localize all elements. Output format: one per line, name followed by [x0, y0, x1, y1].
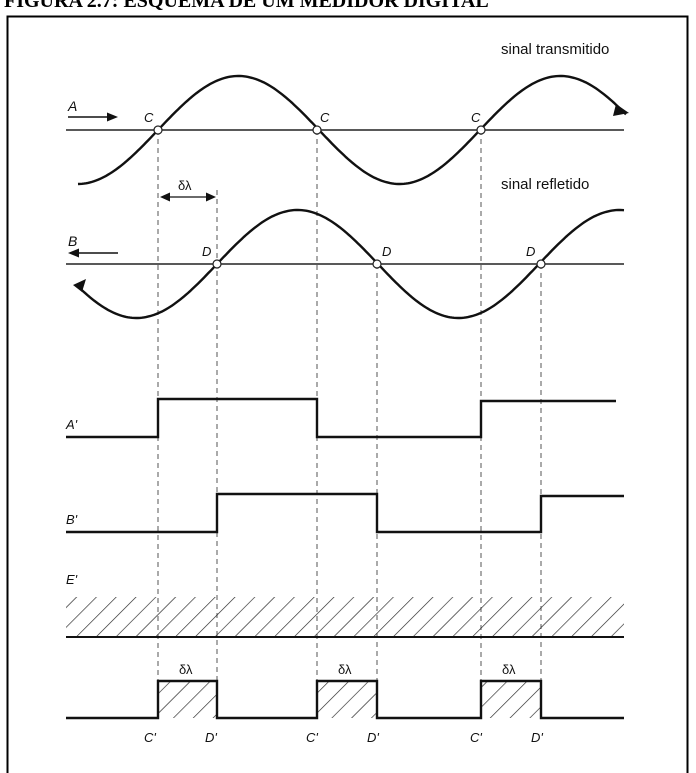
- transmitted-arrowhead: [613, 104, 629, 116]
- label-c2: C: [320, 110, 330, 125]
- pulse-output-wave: [66, 679, 624, 720]
- pulse-hatch-1: [158, 681, 217, 718]
- point-d3: [536, 259, 546, 269]
- arrow-b-head: [68, 248, 79, 258]
- transmitted-wave: [77, 74, 627, 186]
- label-b-prime: B': [66, 512, 78, 527]
- points-d: [212, 259, 546, 269]
- label-d-prime-2: D': [367, 730, 379, 745]
- delta-arrow-right: [206, 192, 216, 202]
- label-d3: D: [526, 244, 535, 259]
- delta-arrow-left: [160, 192, 170, 202]
- pulse-hatches: [158, 681, 541, 718]
- label-delta-3: δλ: [502, 662, 516, 677]
- pulse-hatch-3: [481, 681, 541, 718]
- label-c-prime-3: C': [470, 730, 482, 745]
- label-c-prime-1: C': [144, 730, 156, 745]
- label-d1: D: [202, 244, 211, 259]
- point-c2: [312, 125, 322, 135]
- square-wave-a: [66, 397, 616, 439]
- points-c: [153, 125, 486, 135]
- label-c-prime-2: C': [306, 730, 318, 745]
- hatched-band-e: [66, 597, 624, 637]
- pulse-hatch-2: [317, 681, 377, 718]
- point-c1: [153, 125, 163, 135]
- label-reflected: sinal refletido: [501, 176, 589, 193]
- label-transmitted: sinal transmitido: [501, 41, 609, 58]
- reflected-wave: [75, 208, 625, 320]
- label-delta-1: δλ: [179, 662, 193, 677]
- label-delta-top: δλ: [178, 178, 192, 193]
- arrow-a-head: [107, 112, 118, 122]
- square-wave-b: [66, 492, 624, 534]
- point-c3: [476, 125, 486, 135]
- label-d-prime-3: D': [531, 730, 543, 745]
- label-e-prime: E': [66, 572, 78, 587]
- figure-title: FIGURA 2.7: ESQUEMA DE UM MEDIDOR DIGITA…: [4, 0, 489, 11]
- label-c3: C: [471, 110, 481, 125]
- label-a-prime: A': [65, 417, 78, 432]
- figure-frame: [6, 15, 689, 773]
- label-d2: D: [382, 244, 391, 259]
- label-d-prime-1: D': [205, 730, 217, 745]
- reflected-arrowhead: [73, 279, 86, 292]
- label-a: A: [67, 98, 77, 114]
- point-d1: [212, 259, 222, 269]
- label-b: B: [68, 233, 77, 249]
- label-delta-2: δλ: [338, 662, 352, 677]
- label-c1: C: [144, 110, 154, 125]
- point-d2: [372, 259, 382, 269]
